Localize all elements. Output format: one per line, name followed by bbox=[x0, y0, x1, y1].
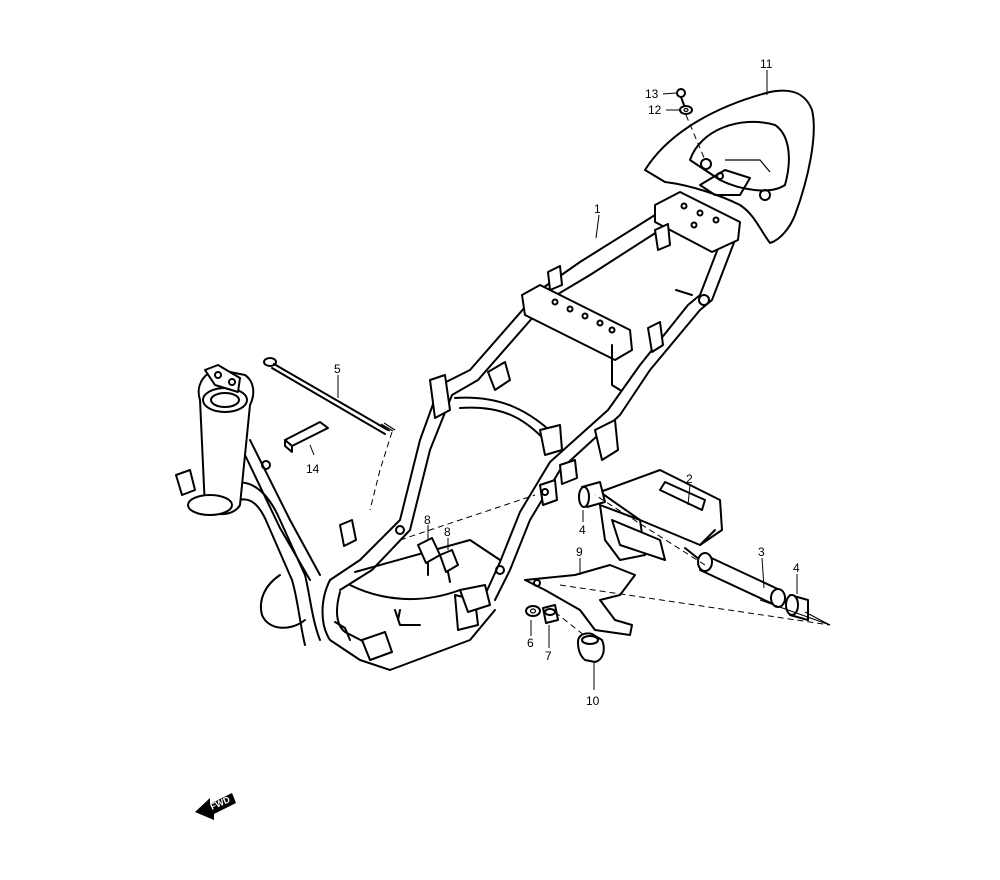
callout-2: 2 bbox=[686, 472, 693, 486]
callout-5: 5 bbox=[334, 362, 341, 376]
callout-8-right: 8 bbox=[444, 525, 451, 539]
callout-14: 14 bbox=[306, 462, 320, 476]
callout-13: 13 bbox=[645, 87, 659, 101]
bracket-8b bbox=[439, 549, 459, 583]
rear-fender-cover bbox=[644, 89, 815, 244]
main-frame bbox=[175, 191, 741, 671]
callout-4-right: 4 bbox=[793, 561, 800, 575]
bracket-plate-9 bbox=[524, 564, 636, 636]
callout-6: 6 bbox=[527, 636, 534, 650]
washer-6 bbox=[525, 605, 541, 617]
engine-hanger-2 bbox=[599, 469, 723, 561]
callout-8-left: 8 bbox=[424, 513, 431, 527]
callout-9: 9 bbox=[576, 545, 583, 559]
washer-12 bbox=[679, 105, 693, 115]
bolt-13 bbox=[676, 88, 686, 106]
bushing-4a bbox=[578, 481, 606, 508]
callout-7: 7 bbox=[545, 649, 552, 663]
long-bolt-5 bbox=[263, 357, 396, 435]
spacer-14 bbox=[284, 421, 329, 453]
forward-arrow-icon: FWD bbox=[195, 793, 236, 820]
callout-3: 3 bbox=[758, 545, 765, 559]
damper-10 bbox=[577, 632, 605, 663]
callout-4-left: 4 bbox=[579, 523, 586, 537]
pivot-shaft-3 bbox=[697, 552, 786, 608]
callout-12: 12 bbox=[648, 103, 662, 117]
nut-7 bbox=[542, 604, 559, 624]
callout-1: 1 bbox=[594, 202, 601, 216]
bracket-8a bbox=[417, 537, 441, 576]
callout-10: 10 bbox=[586, 694, 600, 708]
callout-11: 11 bbox=[760, 57, 773, 71]
